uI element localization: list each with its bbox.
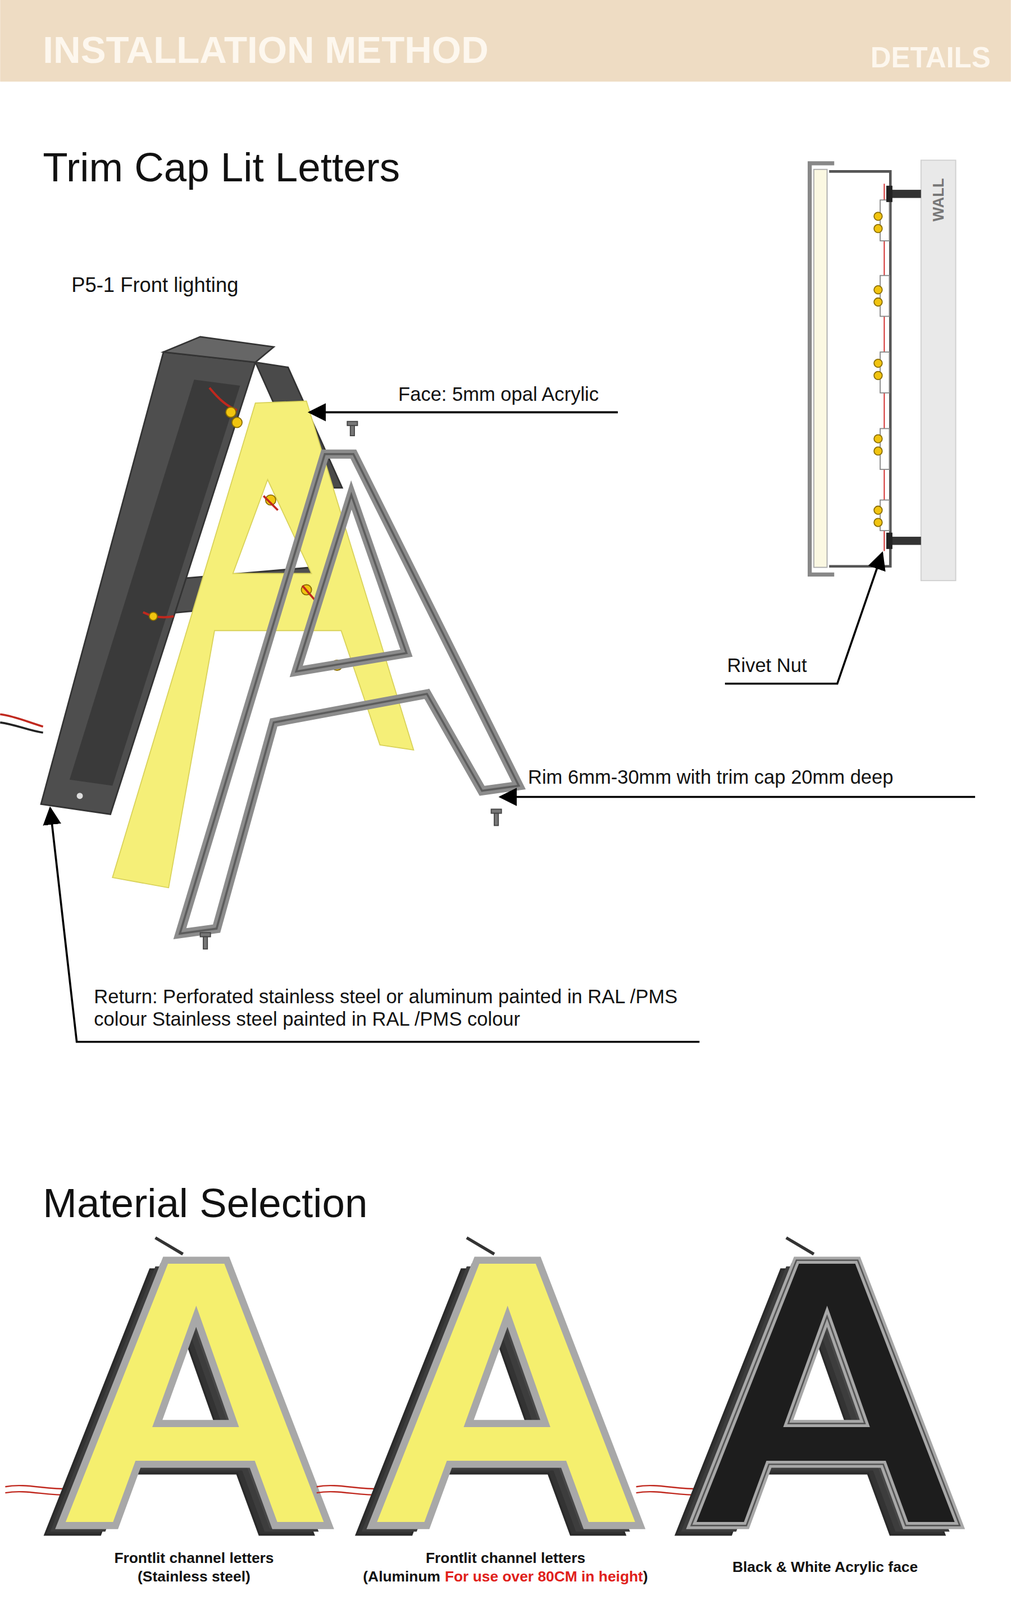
caption: (Stainless steel) [41, 1568, 348, 1587]
leader-lines [49, 412, 976, 1042]
callout-label: Rim 6mm-30mm with trim cap 20mm deep [527, 766, 894, 790]
callout-label: Rivet Nut [727, 654, 808, 678]
caption: Black & White Acrylic face [682, 1559, 969, 1577]
figure-label: P5-1 Front lighting [71, 273, 239, 298]
letter-aluminum [316, 1238, 641, 1536]
letter-stainless [5, 1238, 329, 1536]
header-band [0, 0, 1011, 82]
header-title: INSTALLATION METHOD [42, 27, 489, 72]
letter-trim-cap [179, 454, 519, 935]
cross-section [809, 160, 956, 581]
header-tag: DETAILS [870, 41, 991, 75]
section-heading: Trim Cap Lit Letters [42, 143, 400, 192]
caption: Frontlit channel letters [331, 1550, 680, 1568]
caption-part: ) [643, 1568, 649, 1586]
caption-line: (AluminumFor use over 80CM in height) [311, 1568, 700, 1587]
callout-label: Face: 5mm opal Acrylic [398, 383, 599, 407]
wall-label: WALL [927, 169, 950, 231]
section-heading: Material Selection [42, 1179, 368, 1228]
screws [200, 421, 502, 950]
caption-part: For use over 80CM in height [444, 1568, 644, 1586]
letter-black-white [636, 1238, 960, 1536]
callout-label: Return: Perforated stainless steel or al… [93, 985, 707, 1032]
caption: Frontlit channel letters [41, 1550, 348, 1568]
caption-part: (Aluminum [362, 1568, 441, 1586]
